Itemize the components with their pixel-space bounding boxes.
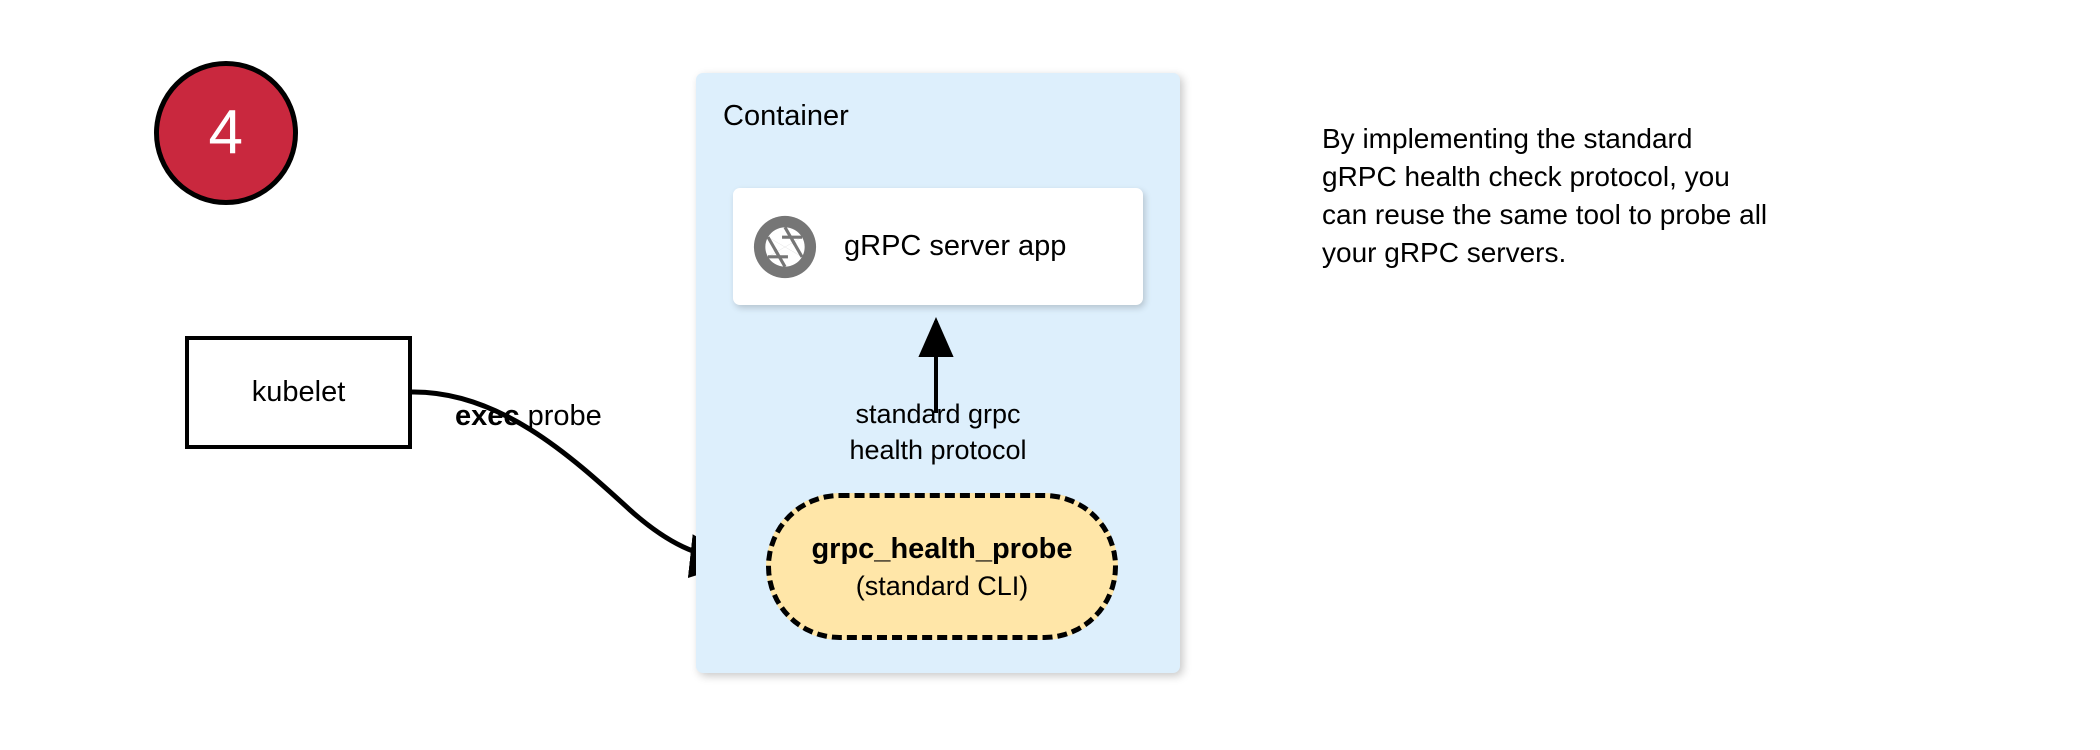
grpc-server-app-card: gRPC server app (733, 188, 1143, 305)
annotation-line-2: gRPC health check protocol, you (1322, 161, 1730, 192)
annotation-text: By implementing the standard gRPC health… (1322, 120, 1922, 272)
grpc-health-probe-subtitle: (standard CLI) (855, 570, 1029, 601)
health-protocol-label: standard grpc health protocol (696, 396, 1180, 468)
aperture-icon (753, 215, 817, 278)
health-protocol-line-2: health protocol (849, 435, 1027, 465)
annotation-line-1: By implementing the standard (1322, 123, 1693, 154)
container-panel: Container (696, 73, 1180, 673)
kubelet-label: kubelet (251, 376, 346, 408)
exec-probe-rest: probe (519, 400, 602, 432)
exec-probe-emphasis: exec (455, 400, 520, 432)
step-number-text: 4 (208, 98, 244, 167)
annotation-line-3: can reuse the same tool to probe all (1322, 199, 1768, 230)
container-title: Container (723, 100, 849, 132)
grpc-server-app-label: gRPC server app (844, 230, 1067, 262)
exec-probe-label: exec probe (455, 400, 602, 433)
health-protocol-line-1: standard grpc (855, 399, 1021, 429)
step-number-badge: 4 (154, 61, 298, 205)
grpc-health-probe-title: grpc_health_probe (811, 532, 1073, 565)
grpc-health-probe-node: grpc_health_probe (standard CLI) (766, 493, 1118, 640)
annotation-line-4: your gRPC servers. (1322, 237, 1567, 268)
kubelet-node: kubelet (185, 336, 412, 449)
